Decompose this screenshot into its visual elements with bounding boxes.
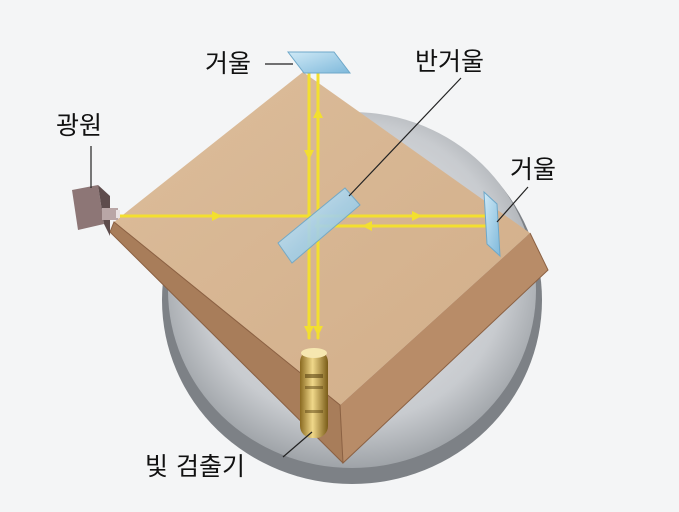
beam-arrows <box>212 108 422 336</box>
label-mirror-right: 거울 <box>510 155 557 184</box>
label-beam-splitter: 반거울 <box>415 47 485 76</box>
laser-beams <box>118 64 490 340</box>
mirror-right <box>483 190 501 258</box>
label-light-source: 광원 <box>56 111 103 140</box>
mirror-top <box>286 51 352 74</box>
optical-table-slab <box>109 72 549 465</box>
light-detector <box>300 348 328 438</box>
label-detector: 빛 검출기 <box>145 452 245 481</box>
leader-lines <box>90 63 529 458</box>
beam-splitter <box>277 187 361 264</box>
light-source <box>72 185 120 236</box>
label-mirror-top: 거울 <box>205 49 252 78</box>
